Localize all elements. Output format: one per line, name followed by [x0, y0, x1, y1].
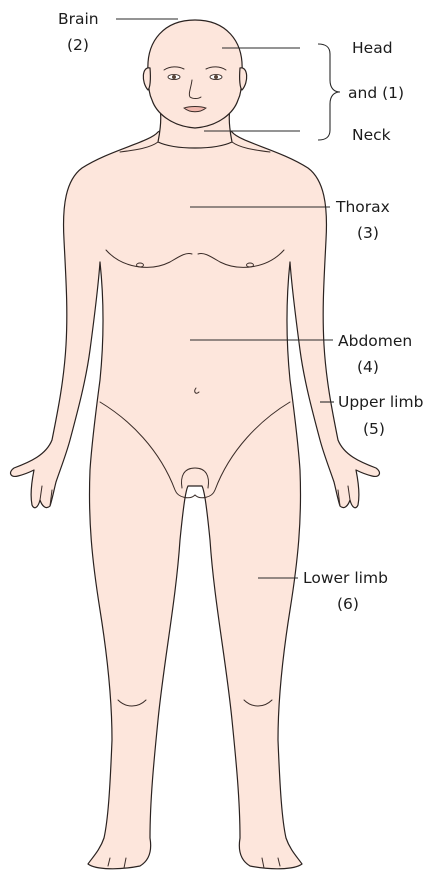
head-neck-brace	[318, 44, 340, 140]
label-thorax-number: (3)	[357, 224, 379, 242]
body-outline	[11, 124, 380, 869]
label-upper-limb: Upper limb	[338, 393, 423, 411]
right-ear	[240, 68, 247, 90]
label-abdomen-number: (4)	[357, 358, 379, 376]
label-thorax: Thorax	[335, 198, 390, 216]
label-lower-limb-number: (6)	[337, 595, 359, 613]
label-head: Head	[352, 39, 393, 57]
label-brain-number: (2)	[67, 36, 89, 54]
label-lower-limb: Lower limb	[303, 569, 388, 587]
body-silhouette	[11, 20, 380, 869]
label-brain: Brain	[58, 10, 99, 28]
label-head-neck-number: and (1)	[348, 84, 404, 102]
label-neck: Neck	[352, 126, 391, 144]
label-abdomen: Abdomen	[338, 332, 412, 350]
label-upper-limb-number: (5)	[363, 420, 385, 438]
left-ear	[143, 68, 150, 90]
